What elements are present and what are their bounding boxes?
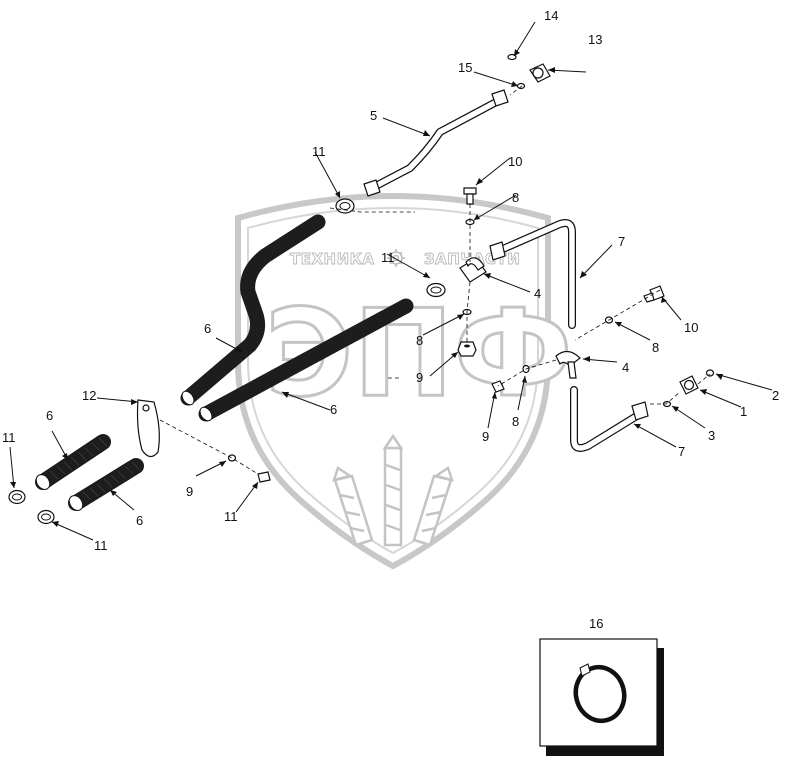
- watermark-text-left: ТЕХНИКА: [290, 250, 375, 268]
- callout-9-mid: 9: [416, 370, 423, 385]
- callout-6-straight: 6: [330, 402, 337, 417]
- callout-8-lower: 8: [512, 414, 519, 429]
- watermark-shield: ЭПФ ТЕХНИКА ЗАПЧАСТИ: [235, 192, 574, 570]
- hose-clamp-11-left-a: [8, 489, 26, 505]
- screw-11: [257, 471, 271, 483]
- callout-16: 16: [589, 616, 603, 631]
- hose-rib-texture: [49, 437, 141, 501]
- pipe-7: [489, 219, 649, 452]
- callout-13: 13: [588, 32, 602, 47]
- callout-10-right: 10: [684, 320, 698, 335]
- callout-8-right: 8: [652, 340, 659, 355]
- callout-11-screw: 11: [224, 509, 238, 524]
- callout-11-bottom: 11: [94, 538, 108, 553]
- hose-end-b: [68, 495, 84, 511]
- callout-10-top: 10: [508, 154, 522, 169]
- hose-clamp-11-left-b: [37, 509, 55, 525]
- bolt-10-right: [643, 285, 665, 303]
- callout-5: 5: [370, 108, 377, 123]
- bolt-10-top: [463, 187, 477, 205]
- hose-6-curved: [180, 214, 326, 406]
- hose-end-c: [181, 390, 195, 406]
- callout-11-mid: 11: [381, 250, 395, 265]
- callout-6-curved: 6: [204, 321, 211, 336]
- nut-9-a: [457, 341, 477, 357]
- callout-labels: 13 14 15 5 11 10 8 7 11 4 10 8 8 4 9 2 1…: [2, 8, 779, 631]
- washer-9-c: [227, 454, 237, 462]
- callout-8-top: 8: [512, 190, 519, 205]
- callout-6-bottom: 6: [136, 513, 143, 528]
- clamp-12: [136, 399, 160, 458]
- callout-1: 1: [740, 404, 747, 419]
- clamp-4-upper: [459, 257, 487, 283]
- callout-9-lower: 9: [482, 429, 489, 444]
- callout-9-left: 9: [186, 484, 193, 499]
- hose-6-straight: [198, 298, 414, 422]
- hose-end-a: [35, 474, 51, 490]
- watermark-wheat: [332, 433, 454, 547]
- fitting-13: [529, 63, 551, 83]
- callout-4-lower: 4: [622, 360, 629, 375]
- hose-6-short-a: [35, 434, 111, 490]
- callout-4-upper: 4: [534, 286, 541, 301]
- fitting-1: [679, 375, 699, 395]
- callout-15: 15: [458, 60, 472, 75]
- callout-12: 12: [82, 388, 96, 403]
- callout-8-mid: 8: [416, 333, 423, 348]
- callout-3: 3: [708, 428, 715, 443]
- hose-6-short-b: [68, 458, 144, 511]
- callout-2: 2: [772, 388, 779, 403]
- hose-clamp-11-mid: [426, 282, 446, 298]
- detail-inset-16: [539, 638, 664, 756]
- washer-15: [516, 82, 526, 90]
- clamp-4-lower: [555, 350, 581, 379]
- nut-9-b: [491, 380, 505, 393]
- callout-11-left: 11: [2, 430, 16, 445]
- callout-6-left: 6: [46, 408, 53, 423]
- washer-2: [705, 369, 715, 377]
- pipe-5: [363, 89, 509, 197]
- washer-3: [662, 400, 672, 408]
- callout-11-top: 11: [312, 144, 326, 159]
- hose-end-d: [199, 406, 213, 422]
- callout-7-lower: 7: [678, 444, 685, 459]
- callout-14: 14: [544, 8, 558, 23]
- leader-arrowheads: [10, 49, 723, 527]
- assembly-lines: [159, 85, 711, 475]
- callout-7-top: 7: [618, 234, 625, 249]
